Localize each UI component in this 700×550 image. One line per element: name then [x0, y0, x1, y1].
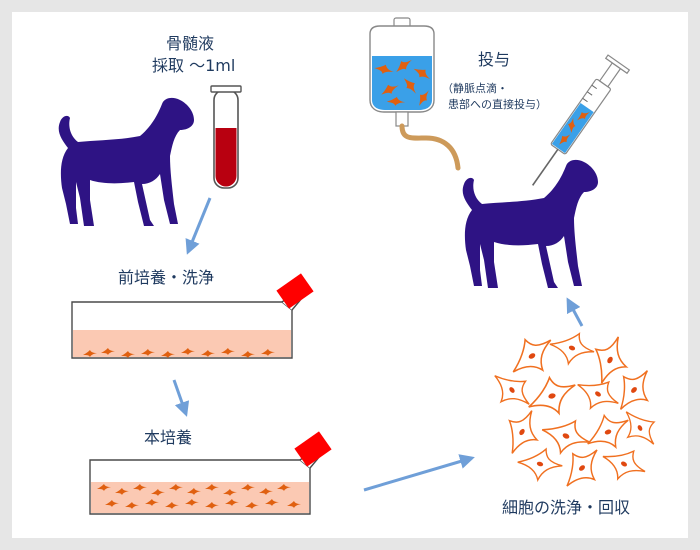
- culture-flask-icon-main: [89, 431, 332, 515]
- label-preculture: 前培養・洗浄: [118, 268, 215, 287]
- culture-flask-icon-preculture: [71, 273, 314, 359]
- arrow-to-main-culture: [172, 379, 190, 417]
- label-route-1: （静脈点滴・: [442, 82, 508, 95]
- label-route-2: 患部への直接投与）: [448, 98, 547, 111]
- diagram-canvas: 骨髄液 採取 ～1ml 前培養・洗浄 本培養 細胞の洗浄・回収 投与 （静脈点滴…: [12, 12, 688, 538]
- label-bone-marrow-volume: 採取 ～1ml: [152, 56, 236, 75]
- label-wash-collect: 細胞の洗浄・回収: [502, 498, 631, 517]
- syringe-icon: [531, 54, 631, 186]
- arrow-to-cells: [363, 454, 475, 492]
- arrow-to-recipient: [566, 297, 584, 327]
- diagram-svg: [58, 17, 665, 515]
- dog-icon-recipient: [462, 159, 598, 288]
- dog-icon-donor: [58, 97, 195, 226]
- label-main-culture: 本培養: [144, 428, 193, 447]
- arrow-to-preculture: [185, 197, 212, 255]
- label-administration: 投与: [478, 50, 511, 69]
- label-bone-marrow: 骨髄液: [166, 34, 215, 53]
- cells-icon: [484, 324, 665, 497]
- iv-bag-icon: [369, 17, 461, 171]
- test-tube-icon: [210, 85, 242, 189]
